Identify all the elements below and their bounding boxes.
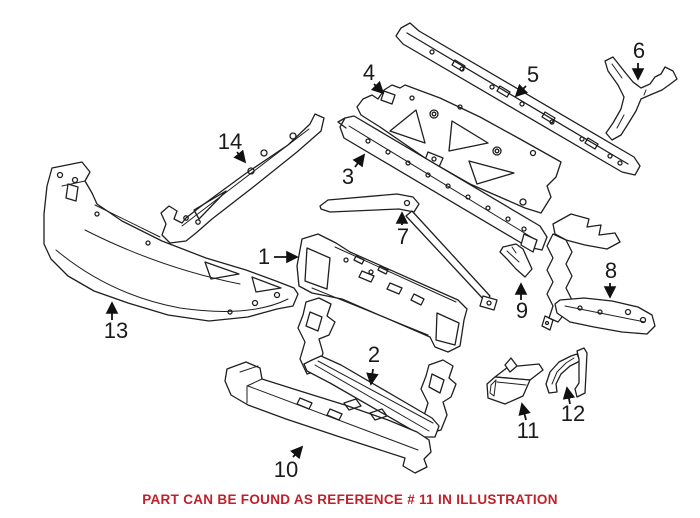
callout-11-arrow bbox=[518, 402, 531, 421]
callout-6-label: 6 bbox=[633, 38, 645, 63]
part-3-support-rail bbox=[337, 115, 548, 253]
callout-3-arrow bbox=[352, 153, 366, 168]
part-5-cowl-rail bbox=[395, 22, 641, 176]
callout-3-label: 3 bbox=[342, 164, 354, 189]
part-14-side-rail bbox=[160, 113, 325, 244]
part-11-air-duct bbox=[486, 357, 544, 405]
callout-11: 11 bbox=[517, 402, 540, 443]
callout-4-arrow bbox=[370, 80, 385, 95]
callout-14: 14 bbox=[218, 129, 247, 164]
callout-7: 7 bbox=[395, 211, 409, 249]
callout-12: 12 bbox=[561, 386, 585, 426]
callout-11-label: 11 bbox=[517, 418, 540, 443]
part-1-upper-tie-bar bbox=[296, 233, 468, 353]
callout-2-arrow bbox=[366, 368, 379, 386]
callout-8: 8 bbox=[603, 258, 617, 299]
part-12-duct-elbow bbox=[545, 347, 588, 398]
callout-5-label: 5 bbox=[527, 62, 539, 87]
callout-13-label: 13 bbox=[104, 318, 128, 343]
callout-1-label: 1 bbox=[258, 244, 270, 269]
callout-5-arrow bbox=[514, 83, 529, 98]
callout-14-arrow bbox=[233, 149, 247, 164]
part-13-splash-shield bbox=[43, 161, 299, 322]
callout-10-label: 10 bbox=[274, 457, 298, 482]
callout-9-label: 9 bbox=[516, 298, 528, 323]
callout-4: 4 bbox=[363, 60, 385, 95]
callout-14-label: 14 bbox=[218, 129, 242, 154]
callout-6: 6 bbox=[631, 38, 645, 81]
part-8-support-bracket bbox=[541, 213, 656, 335]
part-10-lower-crossmember bbox=[224, 361, 432, 474]
callout-12-arrow bbox=[562, 386, 576, 405]
callout-1: 1 bbox=[258, 244, 299, 269]
callout-4-label: 4 bbox=[363, 60, 375, 85]
callout-2: 2 bbox=[366, 342, 380, 386]
part-4-cowl-panel bbox=[356, 84, 562, 214]
part-2-lower-frame bbox=[297, 297, 457, 438]
callout-10-arrow bbox=[290, 445, 304, 460]
callout-2-label: 2 bbox=[368, 342, 380, 367]
part-9-bracket bbox=[499, 243, 533, 278]
callout-8-label: 8 bbox=[605, 258, 617, 283]
callout-3: 3 bbox=[342, 153, 366, 189]
line-art bbox=[43, 22, 678, 474]
callout-13: 13 bbox=[104, 301, 128, 343]
callout-9: 9 bbox=[514, 282, 528, 323]
reference-callouts: 1 2 3 4 5 6 7 8 bbox=[104, 38, 645, 482]
part-6-y-bracket bbox=[604, 56, 678, 141]
callout-10: 10 bbox=[274, 445, 304, 482]
callout-12-label: 12 bbox=[561, 401, 585, 426]
callout-5: 5 bbox=[514, 62, 539, 98]
callout-7-label: 7 bbox=[397, 224, 409, 249]
caption-text: PART CAN BE FOUND AS REFERENCE # 11 IN I… bbox=[142, 492, 558, 507]
